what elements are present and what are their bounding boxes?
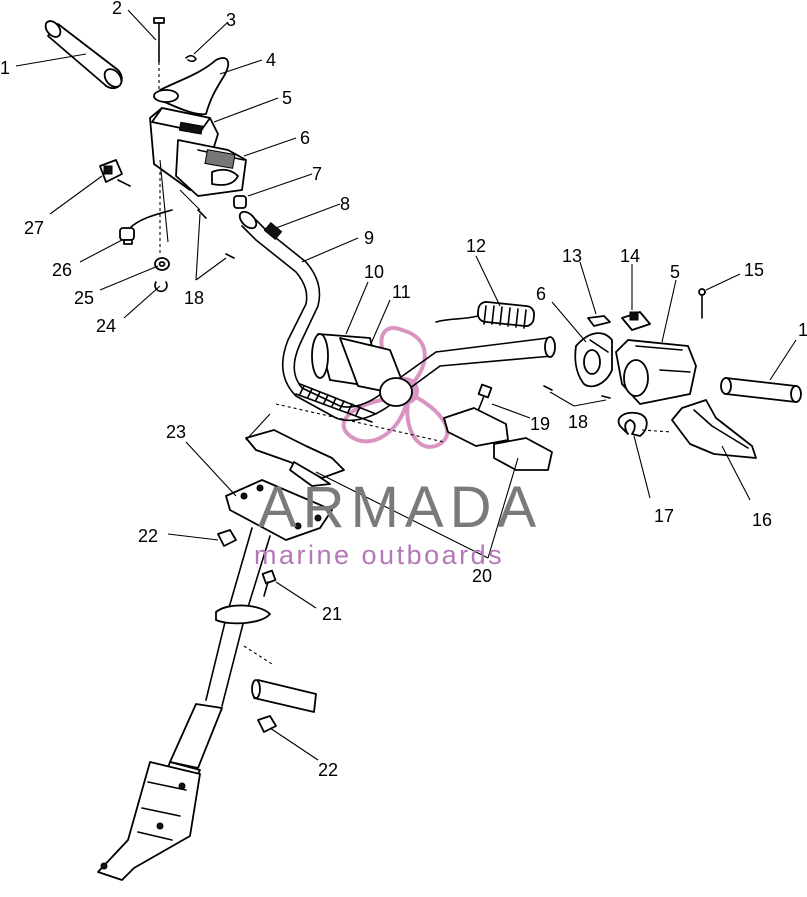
riser-clamps <box>245 403 553 487</box>
nut-22-low <box>257 715 277 733</box>
callout-numbers: 1 2 3 4 5 6 7 8 9 10 11 12 13 14 5 15 1 … <box>0 0 807 780</box>
tab-13 <box>587 315 611 327</box>
callout-5-left: 5 <box>282 88 292 108</box>
threaded-rod <box>295 383 377 423</box>
callout-13: 13 <box>562 246 582 266</box>
small-nut <box>233 195 247 209</box>
screws-18-right <box>543 385 611 399</box>
callout-23: 23 <box>166 422 186 442</box>
bracket-16 <box>671 399 757 459</box>
callout-21: 21 <box>322 604 342 624</box>
callout-17: 17 <box>654 506 674 526</box>
callout-7: 7 <box>312 164 322 184</box>
callout-19: 19 <box>530 414 550 434</box>
left-grip <box>44 20 123 90</box>
callout-12: 12 <box>466 236 486 256</box>
callout-11: 11 <box>392 282 411 302</box>
right-grip <box>720 377 802 403</box>
callout-6-right: 6 <box>536 284 546 304</box>
pin <box>153 17 165 96</box>
heater-coil <box>435 301 535 329</box>
wire <box>129 209 173 229</box>
callout-18-left: 18 <box>184 288 204 308</box>
bolt-21 <box>261 569 277 597</box>
mount-plate-23 <box>225 479 333 541</box>
callout-10: 10 <box>364 262 384 282</box>
left-control-housing <box>149 107 247 243</box>
callout-15: 15 <box>744 260 764 280</box>
callout-9: 9 <box>364 228 374 248</box>
callout-1-left: 1 <box>0 58 10 78</box>
switch-27 <box>99 159 131 187</box>
callout-27: 27 <box>24 218 44 238</box>
button-14 <box>621 311 651 331</box>
callout-1-right: 1 <box>798 320 807 340</box>
callout-25: 25 <box>74 288 94 308</box>
steering-column <box>97 527 271 881</box>
throttle-sleeve <box>311 333 413 407</box>
watermark-title: ARMADA <box>258 475 542 540</box>
callout-22-mid: 22 <box>138 526 158 546</box>
callout-14: 14 <box>620 246 640 266</box>
watermark-subtitle: marine outboards <box>254 540 504 570</box>
handlebar-tube <box>238 210 556 422</box>
ring-24 <box>154 281 168 293</box>
callout-5-right: 5 <box>670 262 680 282</box>
grommet-26 <box>119 227 135 245</box>
callout-26: 26 <box>52 260 72 280</box>
right-clamp-6 <box>574 332 613 388</box>
clamp-17 <box>617 411 673 437</box>
callout-24: 24 <box>96 316 116 336</box>
callout-20: 20 <box>472 566 492 586</box>
screws-18-left <box>159 172 235 259</box>
callout-3: 3 <box>226 10 236 30</box>
callout-8: 8 <box>340 194 350 214</box>
callout-4: 4 <box>266 50 276 70</box>
clip <box>185 54 197 63</box>
leader-lines <box>15 9 797 761</box>
washer-25 <box>154 257 170 271</box>
callout-2: 2 <box>112 0 122 18</box>
lower-tube <box>243 645 317 713</box>
throttle-lever <box>153 57 230 116</box>
nut-22-mid <box>217 529 237 547</box>
callout-22-low: 22 <box>318 760 338 780</box>
callout-16: 16 <box>752 510 772 530</box>
pin-15 <box>698 288 706 319</box>
callout-6-left: 6 <box>300 128 310 148</box>
right-control-housing <box>615 339 697 405</box>
callout-18-right: 18 <box>568 412 588 432</box>
